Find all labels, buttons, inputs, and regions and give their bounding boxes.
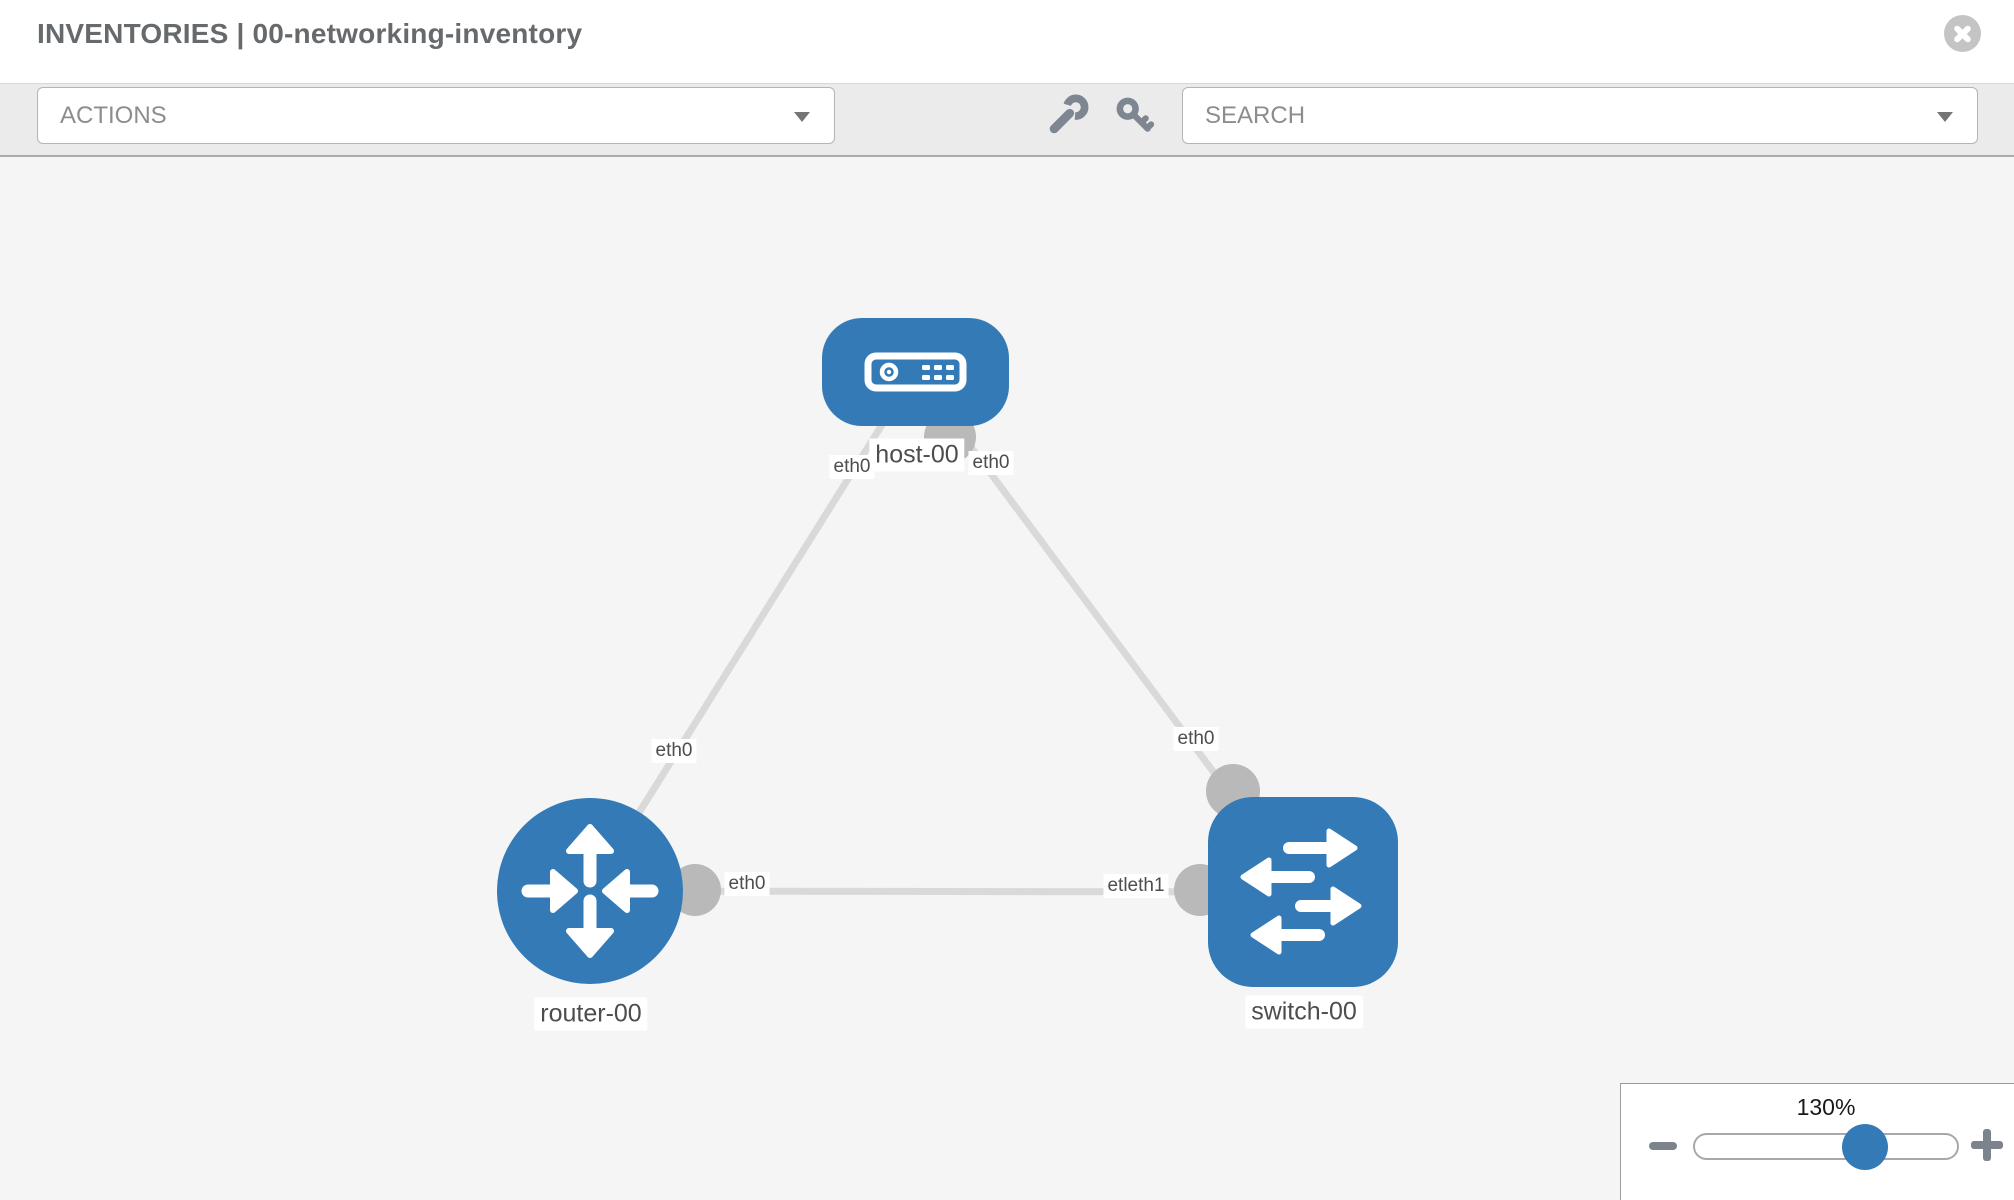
search-dropdown-label: SEARCH <box>1205 102 1306 129</box>
plus-icon-bar <box>1983 1129 1991 1161</box>
iface-label-router-top: eth0 <box>651 739 697 763</box>
zoom-out-minus-icon[interactable] <box>1649 1142 1677 1150</box>
close-icon[interactable] <box>1944 15 1981 52</box>
node-router[interactable] <box>497 798 683 984</box>
chevron-down-icon <box>1937 112 1953 122</box>
zoom-slider[interactable] <box>1693 1123 1959 1170</box>
zoom-widget: 130% <box>1620 1083 2014 1200</box>
toolbar: ACTIONS SEARCH <box>0 83 2014 157</box>
iface-label-router-right: eth0 <box>724 872 770 896</box>
node-label-host: host-00 <box>869 438 965 472</box>
chevron-down-icon <box>794 112 810 122</box>
page-title: INVENTORIES | 00-networking-inventory <box>37 18 583 49</box>
iface-label-host-right: eth0 <box>968 451 1014 475</box>
credentials-button[interactable] <box>1112 93 1158 139</box>
configure-button[interactable] <box>1044 93 1090 139</box>
header-bar: INVENTORIES | 00-networking-inventory <box>0 0 2014 83</box>
zoom-percentage: 130% <box>1796 1094 1856 1120</box>
switch-icon <box>1240 828 1362 955</box>
iface-label-switch-top: eth0 <box>1173 727 1219 751</box>
topology-graph <box>497 318 1398 987</box>
iface-label-switch-left-overlapping: etleth1 <box>1103 874 1169 898</box>
zoom-slider-handle[interactable] <box>1842 1123 1889 1170</box>
node-switch[interactable] <box>1208 797 1398 987</box>
topology-canvas[interactable]: host-00 router-00 switch-00 eth0 eth0 et… <box>0 157 2014 1200</box>
zoom-in-plus-icon[interactable] <box>1971 1129 2003 1161</box>
wrench-icon <box>1049 94 1089 134</box>
port-dots <box>669 411 1260 916</box>
node-label-router: router-00 <box>534 997 648 1031</box>
router-icon <box>521 824 659 958</box>
node-label-switch: switch-00 <box>1245 995 1363 1029</box>
node-host[interactable] <box>822 318 1009 426</box>
actions-dropdown-label: ACTIONS <box>60 102 167 129</box>
iface-label-host-left: eth0 <box>829 455 875 479</box>
actions-dropdown[interactable]: ACTIONS <box>37 87 835 144</box>
host-icon <box>864 352 967 392</box>
search-dropdown[interactable]: SEARCH <box>1182 87 1978 144</box>
key-icon <box>1116 97 1155 132</box>
